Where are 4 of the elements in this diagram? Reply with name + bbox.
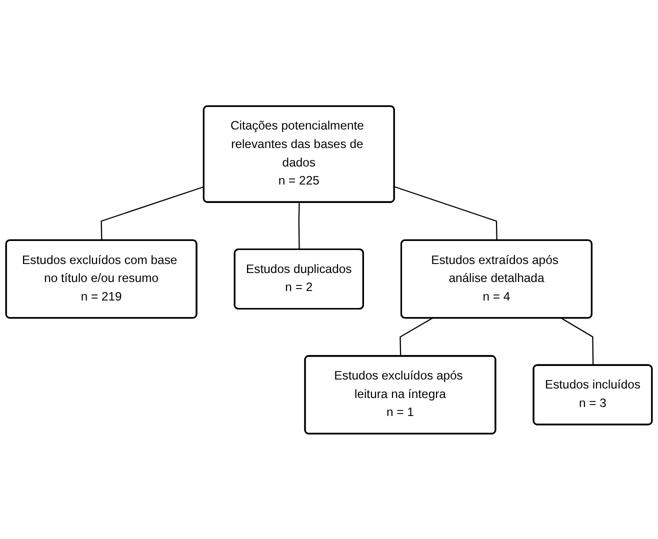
connector	[100, 186, 204, 240]
connector	[394, 186, 498, 240]
connector	[298, 202, 300, 250]
connector	[400, 317, 433, 356]
